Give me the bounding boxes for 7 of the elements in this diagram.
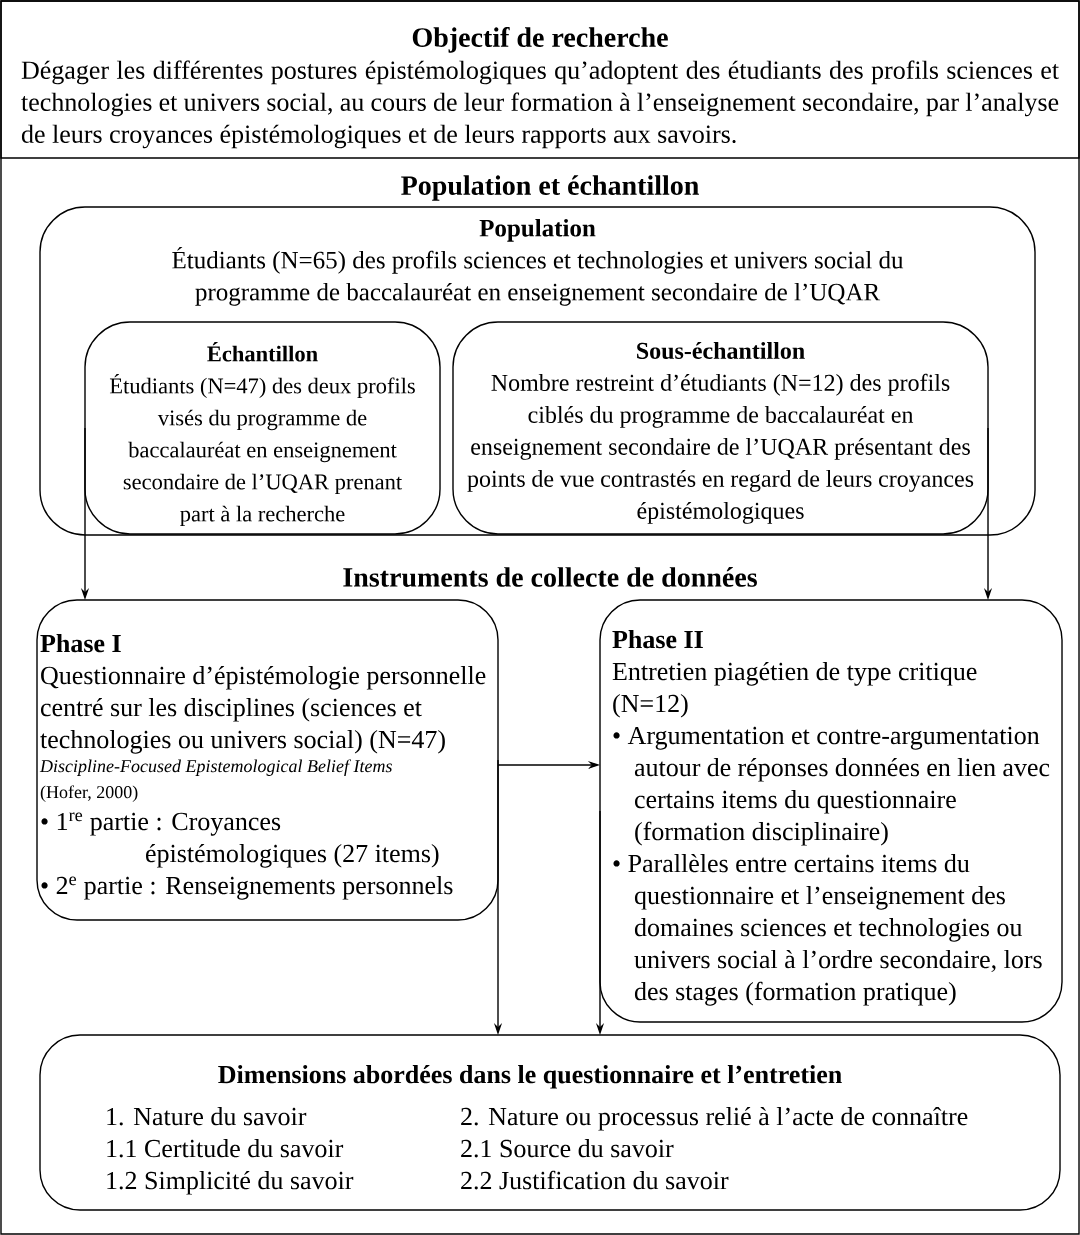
section-heading: Instruments de collecte de données — [343, 567, 757, 587]
sample-box: Échantillon Étudiants (N=47) des deux profils visés du programme de baccalauréat en enseignement secondaire de l’UQAR prenant part à la recherche — [84, 321, 441, 535]
dimensions-box: Dimensions abordées dans le questionnaire et l’entretien 1. Nature du savoir 2. Nature ou processus relié à l’acte de connaître 1.1 Certitude du savoir 2.1 Source du savoir 1.2 Simplicité du savoir 2.2 Justification du savoir — [39, 1034, 1061, 1211]
phase-box: Phase II Entretien piagétien de type critique (N=12) • Argumentation et contre-argumentation autour de réponses données en lien avec certains items du questionnaire (formation disciplinaire) • Parallèles entre certains items du questionnaire et l’enseignement des domaines sciences et technologies ou univers social à l’ordre secondaire, lors des stages (formation pratique) — [599, 599, 1063, 1023]
objective-panel: Objectif de recherche Dégager les différentes postures épistémologiques qu’adoptent des étudiants des profils sciences et technologies et univers social, au cours de leur formation à l’enseignement secondaire, par l’analyse de leurs croyances épistémologiques et de leurs rapports aux savoirs. — [0, 0, 1080, 159]
subsample-box: Sous-échantillon Nombre restreint d’étudiants (N=12) des profils ciblés du programme de baccalauréat en enseignement secondaire de l’UQAR présentant des points de vue contrastés en regard de leurs croyances épistémologiques — [452, 321, 989, 535]
phase-box: Phase I Questionnaire d’épistémologie personnelle centré sur les disciplines (sciences et technologies ou univers social) (N=47) Discipline-Focused Epistemological Belief Items (Hofer, 2000) • 1$^{re}$ partie : Croyances épistémologiques (27 items) • 2$^{e}$ partie : Renseignements personnels — [36, 599, 499, 921]
